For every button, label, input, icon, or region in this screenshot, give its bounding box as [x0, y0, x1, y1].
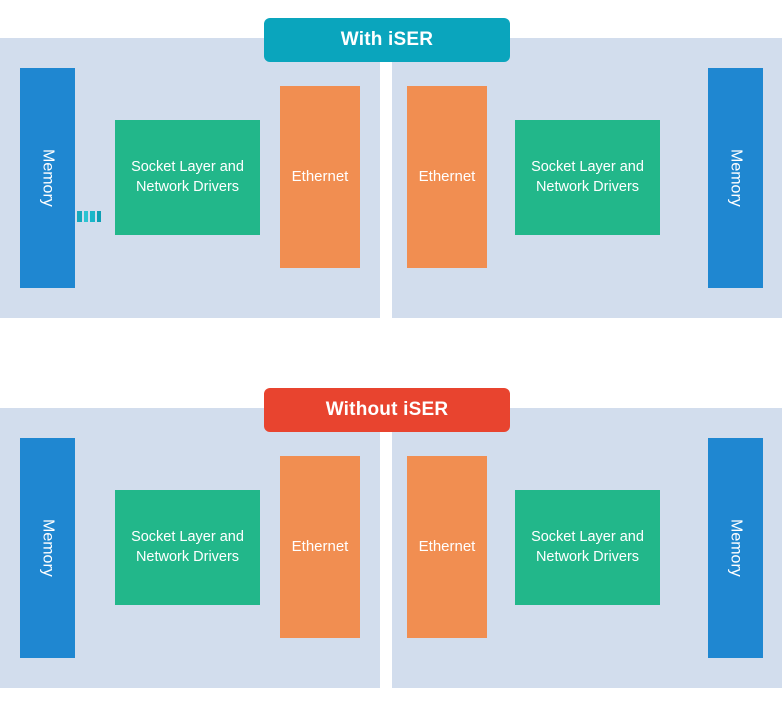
without-iser-right-socket-layer-block: Socket Layer and Network Drivers [515, 490, 660, 605]
section-title-with-iser: With iSER [264, 18, 510, 62]
without-iser-left-socket-layer-block: Socket Layer and Network Drivers [115, 490, 260, 605]
with-iser-right-memory-block: Memory [708, 68, 763, 288]
connector-segment [96, 211, 101, 222]
memory-label: Memory [727, 519, 745, 577]
memory-label: Memory [39, 149, 57, 207]
memory-label: Memory [727, 149, 745, 207]
without-iser-left-memory-block: Memory [20, 438, 75, 658]
without-iser-right-ethernet-block: Ethernet [407, 456, 487, 638]
with-iser-right-socket-layer-block: Socket Layer and Network Drivers [515, 120, 660, 235]
without-iser-right-panel: Ethernet Socket Layer and Network Driver… [392, 408, 782, 688]
connector-segment [83, 211, 88, 222]
without-iser-right-memory-block: Memory [708, 438, 763, 658]
connector-segment [90, 211, 95, 222]
with-iser-left-panel: Memory Socket Layer and Network Drivers … [0, 38, 380, 318]
with-iser-right-ethernet-block: Ethernet [407, 86, 487, 268]
with-iser-left-socket-layer-block: Socket Layer and Network Drivers [115, 120, 260, 235]
iser-rdma-connector [77, 211, 101, 222]
without-iser-left-ethernet-block: Ethernet [280, 456, 360, 638]
with-iser-left-memory-block: Memory [20, 68, 75, 288]
memory-label: Memory [39, 519, 57, 577]
without-iser-left-panel: Memory Socket Layer and Network Drivers … [0, 408, 380, 688]
with-iser-left-ethernet-block: Ethernet [280, 86, 360, 268]
with-iser-right-panel: Ethernet Socket Layer and Network Driver… [392, 38, 782, 318]
connector-segment [77, 211, 82, 222]
section-without-iser: Memory Socket Layer and Network Drivers … [0, 388, 782, 688]
section-with-iser: Memory Socket Layer and Network Drivers … [0, 18, 782, 318]
section-title-without-iser: Without iSER [264, 388, 510, 432]
